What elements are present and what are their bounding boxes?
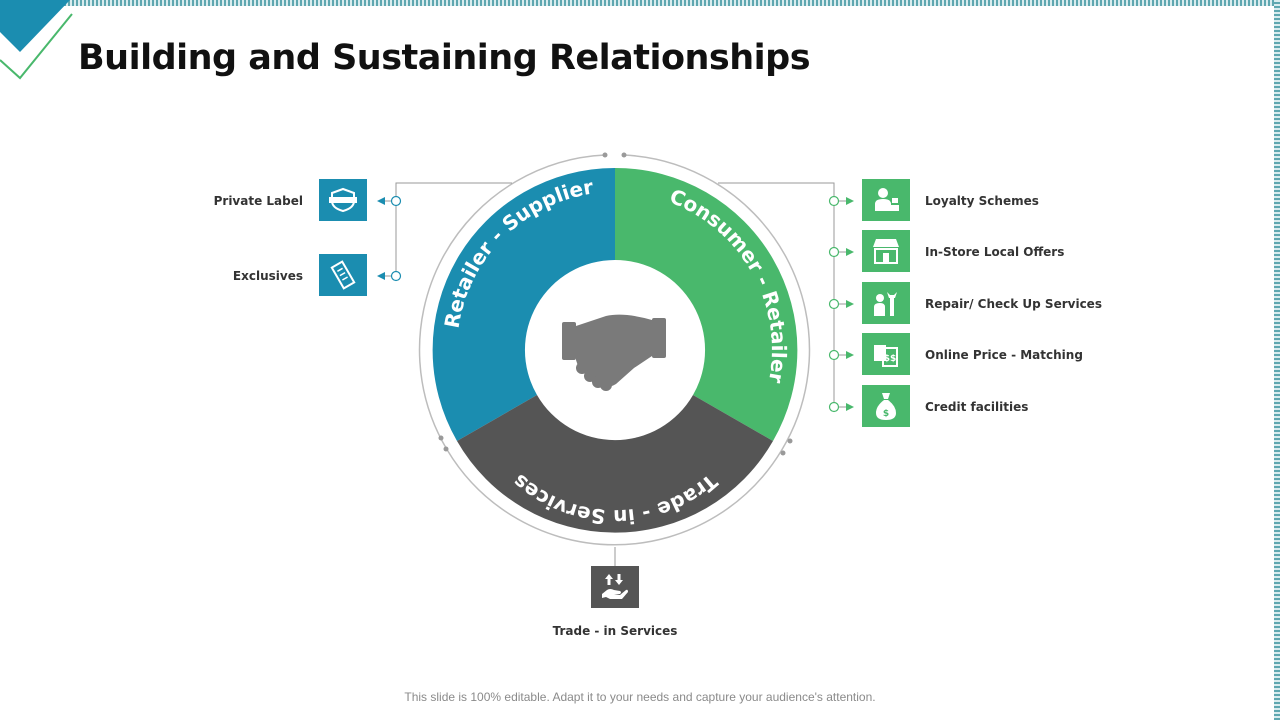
storefront-icon [873,239,899,264]
credit-facilities-text: Credit facilities [925,400,1029,414]
ring-dot [602,152,608,158]
ring-dot [438,435,444,441]
ring-dot [621,152,627,158]
trade-in-segment [457,395,773,533]
badge-icon [329,187,357,213]
customer-desk-icon [875,188,899,211]
handshake-icon [562,314,666,391]
in-store-offers-text: In-Store Local Offers [925,245,1065,259]
retailer-supplier-segment [432,167,615,442]
repair-services-icon-box [862,282,910,324]
credit-facilities-icon-box: $ [862,385,910,427]
price-matching-icon-box: $$ [862,333,910,375]
right-decorative-strip [1274,0,1280,720]
page-title: Building and Sustaining Relationships [78,38,811,78]
exclusives-text: Exclusives [232,269,303,283]
price-match-icon: $$ [874,345,898,367]
trade-in-icon-box [591,566,639,608]
footer-note: This slide is 100% editable. Adapt it to… [404,690,876,704]
loyalty-schemes-text: Loyalty Schemes [925,194,1039,208]
private-label-icon-box [319,179,367,221]
money-bag-icon: $ [876,393,896,420]
repair-tools-icon [874,292,897,316]
right-connector-markers [828,195,854,413]
top-decorative-strip [0,0,1280,6]
ring-dot [787,438,793,444]
price-matching-text: Online Price - Matching [925,348,1083,362]
repair-services-text: Repair/ Check Up Services [925,297,1102,311]
left-connector-markers [377,195,402,282]
consumer-retailer-segment [615,167,798,441]
svg-text:$$: $$ [884,354,897,364]
hand-exchange-icon [602,574,628,599]
exclusives-icon-box [319,254,367,296]
loyalty-schemes-icon-box [862,179,910,221]
corner-chevron-decoration [0,0,73,80]
trade-in-services-text: Trade - in Services [552,624,678,638]
private-label-text: Private Label [213,194,303,208]
outer-ring [418,154,811,546]
in-store-offers-icon-box [862,230,910,272]
coupon-icon [330,260,356,290]
ring-dot [780,450,786,456]
ring-dot [443,446,449,452]
svg-text:$: $ [883,409,889,419]
